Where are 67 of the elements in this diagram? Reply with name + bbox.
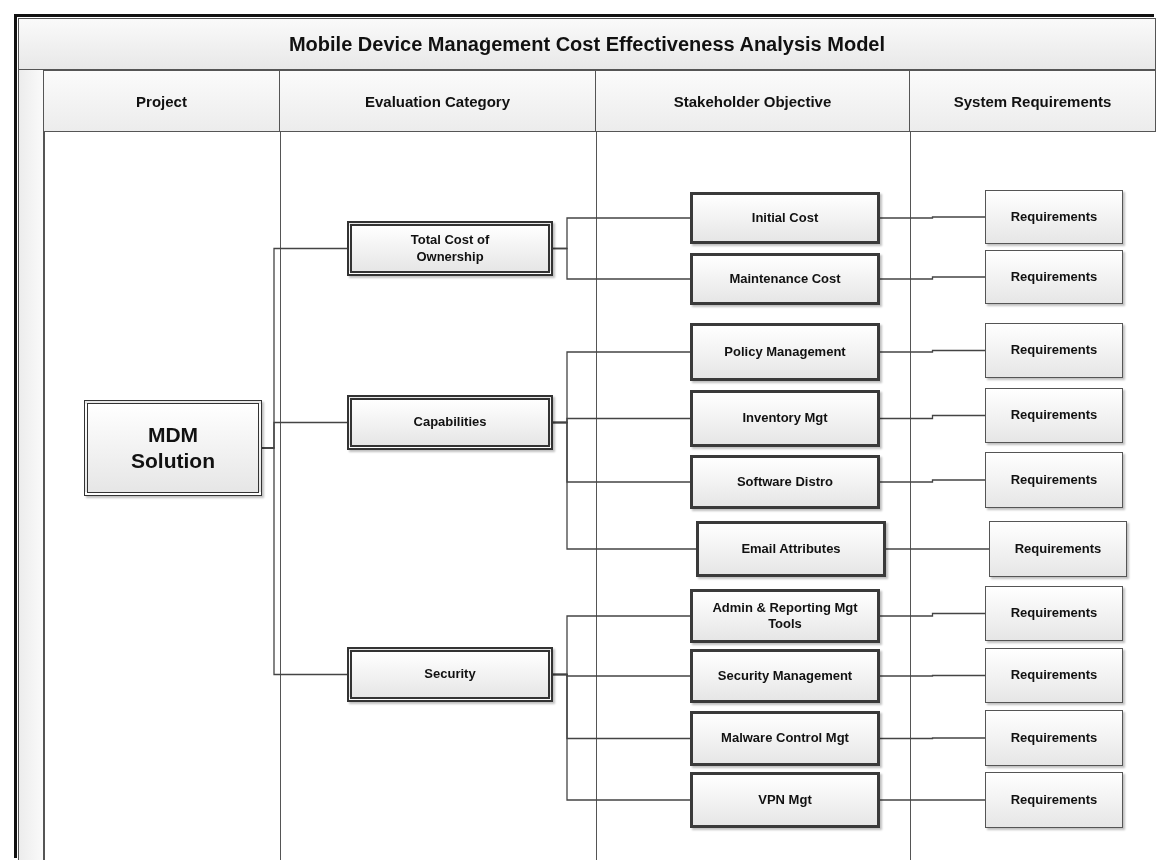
box-label: Total Cost of Ownership xyxy=(409,232,491,265)
box-label: VPN Mgt xyxy=(758,791,812,809)
box-label: Requirements xyxy=(1010,208,1098,226)
connector-line xyxy=(552,421,697,550)
box-label: Security xyxy=(424,666,476,683)
process-box xyxy=(690,772,880,828)
process-box xyxy=(347,221,553,276)
box-label: Maintenance Cost xyxy=(729,270,841,288)
process-box xyxy=(985,250,1123,304)
process-box xyxy=(84,400,262,496)
connector-line xyxy=(879,276,986,280)
process-box xyxy=(985,190,1123,244)
box-label: Requirements xyxy=(1010,791,1098,809)
box-label: Software Distro xyxy=(736,473,834,491)
header-text: Project xyxy=(136,92,187,110)
header-text: Stakeholder Objective xyxy=(673,92,832,110)
process-box xyxy=(690,253,880,305)
process-box xyxy=(690,455,880,509)
connector-line xyxy=(879,414,986,420)
box-label: Security Management xyxy=(717,667,853,685)
connector-line xyxy=(879,349,986,353)
process-box xyxy=(690,192,880,244)
box-label: Requirements xyxy=(1010,667,1098,684)
box-label: Policy Management xyxy=(724,343,846,361)
header-text: Evaluation Category xyxy=(364,92,510,110)
box-label: Malware Control Mgt xyxy=(721,730,849,747)
process-box xyxy=(985,586,1123,641)
box-label: Requirements xyxy=(1010,407,1098,424)
diagram-title: Mobile Device Management Cost Effectiveness Analysis Model xyxy=(288,32,886,56)
process-box xyxy=(690,589,880,643)
process-box xyxy=(347,395,553,450)
connector-line xyxy=(879,674,986,677)
process-box xyxy=(985,323,1123,378)
box-label: Requirements xyxy=(1010,605,1098,622)
process-box xyxy=(985,772,1123,828)
connector-line xyxy=(552,247,691,280)
box-label: Admin & Reporting Mgt Tools xyxy=(711,599,859,633)
process-box xyxy=(347,647,553,702)
process-box xyxy=(696,521,886,577)
process-box xyxy=(989,521,1127,577)
box-label: MDM Solution xyxy=(130,421,216,474)
process-box xyxy=(985,710,1123,766)
box-label: Capabilities xyxy=(413,414,487,431)
process-box xyxy=(985,648,1123,703)
process-box xyxy=(985,388,1123,443)
process-box xyxy=(690,649,880,703)
process-box xyxy=(690,323,880,381)
connector-line xyxy=(879,479,986,483)
process-box xyxy=(690,390,880,447)
connector-line xyxy=(885,548,990,550)
box-label: Requirements xyxy=(1010,268,1098,286)
connector-line xyxy=(261,447,348,676)
box-label: Initial Cost xyxy=(751,209,819,227)
connector-line xyxy=(879,612,986,617)
connector-line xyxy=(879,737,986,740)
box-label: Requirements xyxy=(1010,729,1098,747)
box-label: Requirements xyxy=(1014,540,1102,558)
box-label: Inventory Mgt xyxy=(742,410,828,427)
connector-line xyxy=(552,673,691,801)
connector-line xyxy=(879,216,986,219)
box-label: Email Attributes xyxy=(741,540,841,558)
header-text: System Requirements xyxy=(953,92,1112,110)
connector-line xyxy=(879,799,986,801)
process-box xyxy=(690,711,880,766)
box-label: Requirements xyxy=(1010,471,1098,489)
box-label: Requirements xyxy=(1010,342,1098,359)
process-box xyxy=(985,452,1123,508)
